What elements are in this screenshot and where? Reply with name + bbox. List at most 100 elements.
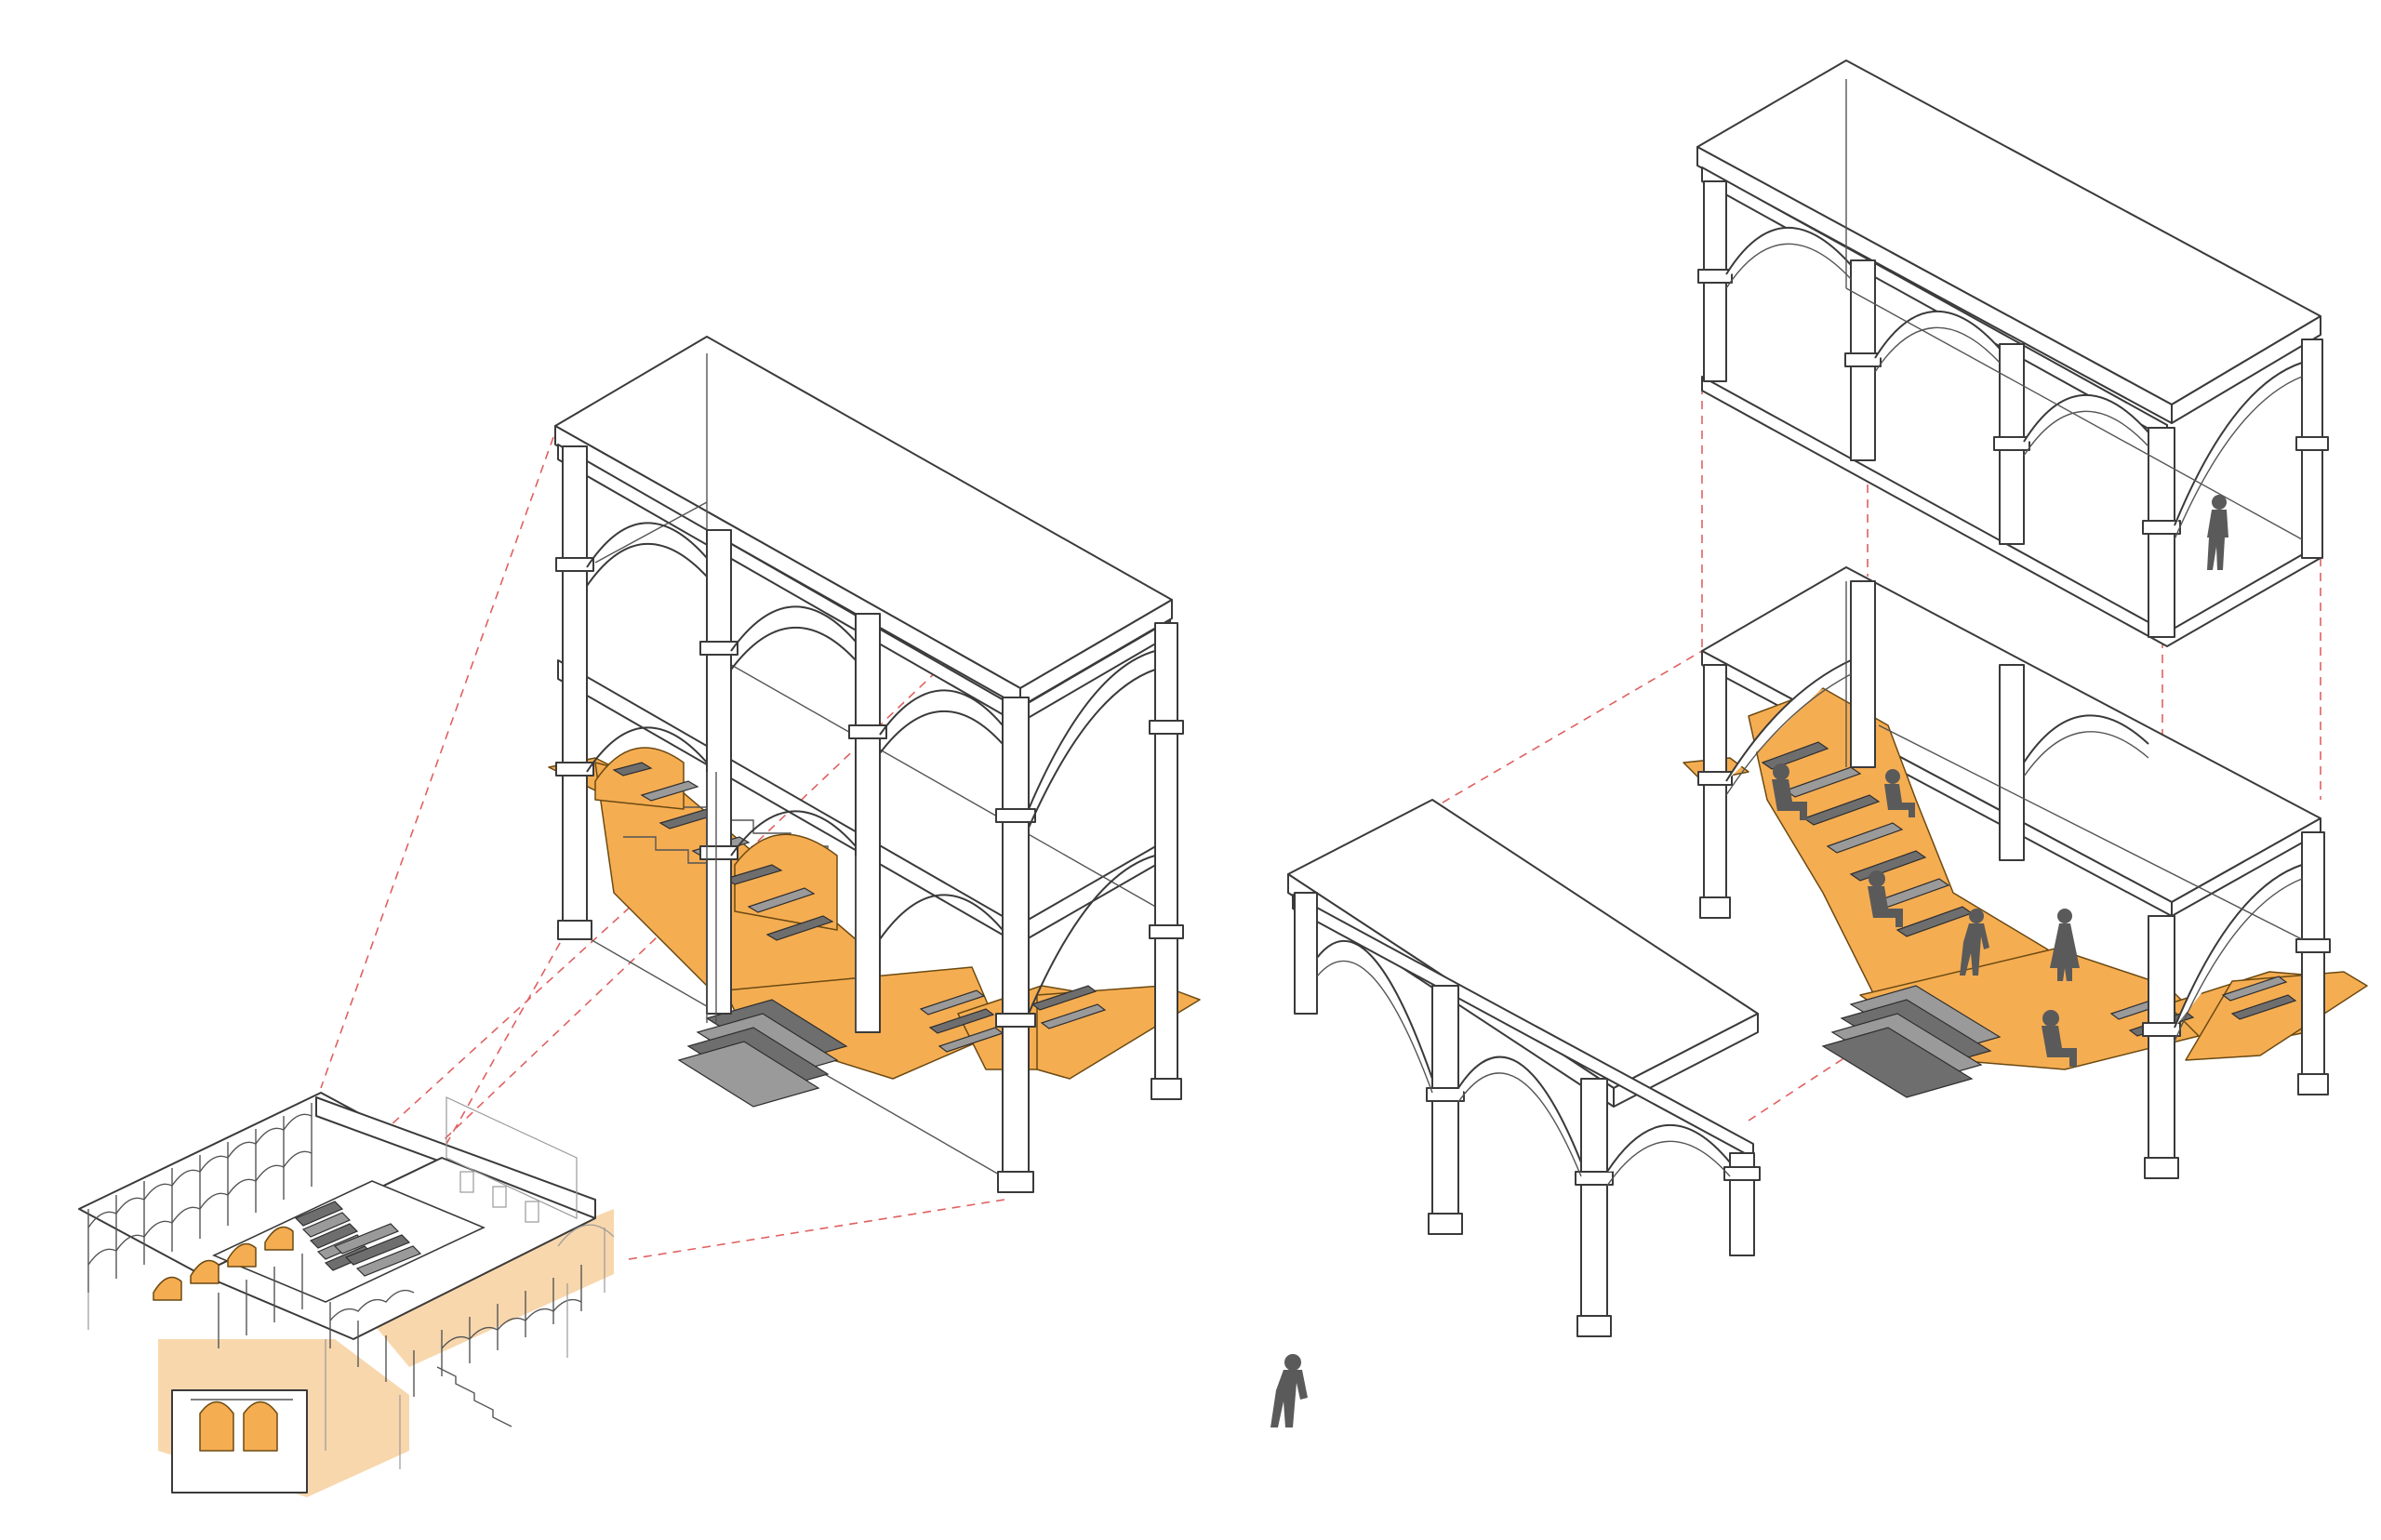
side-floor-fill [363,1209,614,1367]
detached-arcade-wall [1287,799,1761,1337]
person-standing-icon [2207,495,2228,570]
column-base [1151,1078,1182,1100]
bench-block [640,780,699,802]
column-base [1576,1315,1612,1337]
bench-block [765,915,834,941]
column-base [2297,1073,2329,1095]
bench-block [1826,822,1904,854]
column [2301,831,2325,1094]
bench-block [919,989,986,1016]
person-sitting-icon [2042,1010,2077,1067]
arcade-wall-side [1613,1013,1759,1108]
overview-right-wing [446,1096,615,1247]
upper-module-roof-side [2171,315,2321,424]
column-capital [1149,924,1184,939]
projection-line [622,1199,1005,1261]
column-base [997,1171,1034,1193]
column-base [1699,896,1731,919]
overview-stair [294,1201,422,1277]
person-walking-icon [1960,909,1989,976]
column [1850,580,1876,768]
overview-back-arcade [87,1103,313,1293]
projection-line [320,436,554,1089]
bench-block [1040,1003,1107,1029]
center-entrance-steps [677,999,848,1108]
bench-block [2221,976,2288,1002]
overview-step [294,1201,344,1227]
column-capital [2295,938,2331,953]
entrance-step [1821,1027,1974,1098]
lower-module-benches [1761,741,2297,1037]
overview-lower-arches [191,1399,293,1452]
bench-block [2230,994,2297,1020]
courtyard-overview-model [78,1092,615,1497]
upper-module-arch-inner [1725,243,2303,540]
person-sitting-icon [1868,870,1903,927]
upper-module-arch [1874,311,2001,359]
overview-step [301,1212,352,1238]
overview-step [355,1245,422,1277]
bench-block [1802,794,1881,826]
column-base [2144,1157,2179,1179]
column-capital [1697,771,1733,786]
column [1431,985,1459,1228]
column [1002,697,1030,1191]
center-lower-arches [586,726,1156,1015]
center-arch-fill [594,747,685,810]
upper-module-arch [1725,227,1852,275]
column-base [557,920,592,940]
column-capital [995,808,1036,823]
overview-front-arcade [218,1254,582,1397]
column [2148,915,2175,1177]
column-capital [2142,1022,2181,1037]
column-capital [699,641,738,656]
lower-module-entrance-steps [1821,985,2002,1098]
person-standing-icon [2050,909,2080,981]
column-capital [2142,520,2181,535]
lower-module-arch-inner [1725,673,2303,1042]
lower-module-arch [2174,864,2303,1029]
people-figures [1270,495,2228,1427]
column-capital [1575,1171,1614,1186]
overview-step [333,1223,400,1255]
column [1154,622,1178,1098]
column [1703,664,1727,917]
center-arcade-building [548,336,1201,1193]
arcade-wall-arch-inner [1316,960,1731,1187]
overview-step [344,1234,411,1266]
column-base [1428,1213,1463,1235]
bench-block [1031,985,1097,1011]
person-walking-icon [1270,1354,1308,1427]
projection-line [446,929,568,1145]
lower-module-arch [2023,714,2149,763]
column-capital [995,1013,1036,1028]
lower-floor-module [1683,566,2368,1179]
lower-module-arch [1725,659,1852,782]
overview-orange-arches [153,1226,294,1301]
bench-block [1849,850,1927,882]
column-capital [2295,436,2329,451]
bench-block [747,887,816,913]
column [1580,1078,1608,1335]
column-capital [1844,352,1882,367]
overview-step [309,1223,359,1249]
upper-module-arch [2174,362,2303,526]
lower-module-back [1845,581,2303,940]
column-capital [1697,269,1733,284]
overview-side-stair [436,1366,512,1427]
arcade-wall-arch [1316,940,1433,1080]
column [855,613,881,1033]
bench-block [1761,741,1829,770]
column [1999,664,2025,861]
entrance-step [677,1041,820,1108]
center-upper-arches [586,522,1156,829]
column [706,529,732,1015]
column [1294,892,1318,1015]
column-capital [1993,436,2030,451]
column-capital [1723,1166,1761,1181]
projection-line [390,836,708,1126]
overview-lower-block [171,1389,308,1494]
column-capital [848,724,887,739]
person-sitting-icon [1772,763,1807,820]
